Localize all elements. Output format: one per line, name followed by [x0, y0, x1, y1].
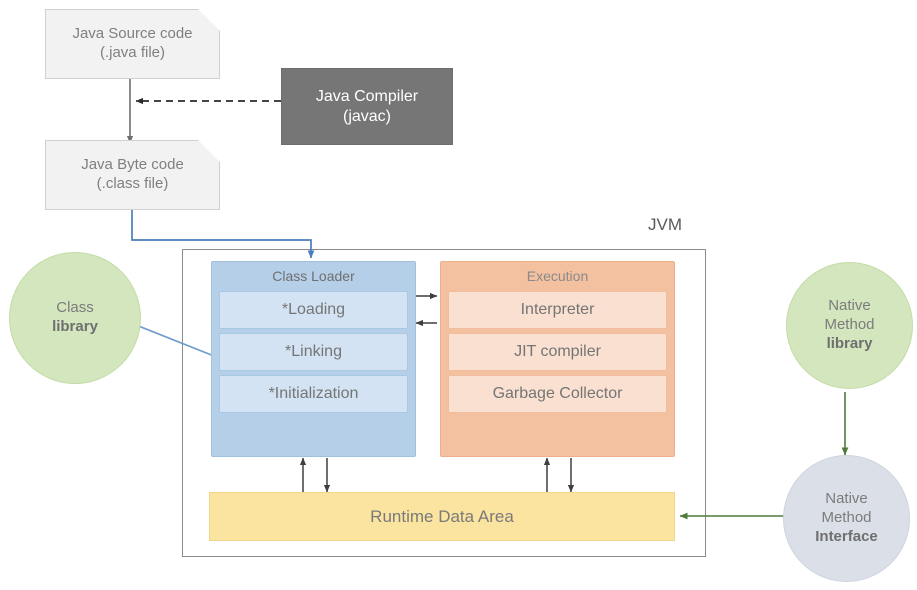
- edge-bytecode-to-class-loader: [131, 209, 315, 259]
- execution-item-interpreter: Interpreter: [448, 290, 667, 329]
- native-method-interface-line2: Method: [821, 509, 872, 527]
- execution-items: Interpreter JIT compiler Garbage Collect…: [441, 290, 674, 420]
- jvm-label: JVM: [648, 215, 682, 235]
- java-source-code-box: Java Source code (.java file): [45, 9, 220, 79]
- runtime-data-area-label: Runtime Data Area: [370, 506, 514, 526]
- class-loader-item-loading: *Loading: [219, 290, 408, 329]
- edge-class-library-to-class-loader: [125, 320, 220, 359]
- runtime-data-area-box: Runtime Data Area: [209, 492, 675, 541]
- java-compiler-line1: Java Compiler: [315, 87, 419, 105]
- class-loader-items: *Loading *Linking *Initialization: [212, 290, 415, 420]
- java-bytecode-line2: (.class file): [96, 175, 169, 192]
- java-compiler-line2: (javac): [342, 107, 391, 125]
- class-loader-title: Class Loader: [272, 268, 355, 284]
- class-loader-item-initialization: *Initialization: [219, 374, 408, 413]
- java-compiler-box: Java Compiler (javac): [281, 68, 453, 145]
- java-bytecode-line1: Java Byte code: [81, 156, 184, 174]
- native-method-interface-line1: Native: [825, 490, 868, 508]
- native-method-library-line2: Method: [824, 316, 875, 334]
- class-loader-panel: Class Loader *Loading *Linking *Initiali…: [211, 261, 416, 457]
- execution-panel: Execution Interpreter JIT compiler Garba…: [440, 261, 675, 457]
- execution-title: Execution: [526, 268, 589, 284]
- class-library-circle: Class library: [9, 252, 141, 384]
- class-loader-item-linking: *Linking: [219, 332, 408, 371]
- java-bytecode-box: Java Byte code (.class file): [45, 140, 220, 210]
- native-method-interface-line3: Interface: [815, 527, 878, 545]
- execution-item-garbage-collector: Garbage Collector: [448, 374, 667, 413]
- class-library-line1: Class: [56, 299, 94, 317]
- java-source-line1: Java Source code: [72, 25, 193, 43]
- class-library-line2: library: [52, 318, 98, 335]
- java-source-line2: (.java file): [99, 44, 165, 61]
- native-method-interface-circle: Native Method Interface: [783, 455, 910, 582]
- native-method-library-circle: Native Method library: [786, 262, 913, 389]
- execution-item-jit-compiler: JIT compiler: [448, 332, 667, 371]
- native-method-library-line1: Native: [828, 297, 871, 315]
- native-method-library-line3: library: [826, 334, 873, 352]
